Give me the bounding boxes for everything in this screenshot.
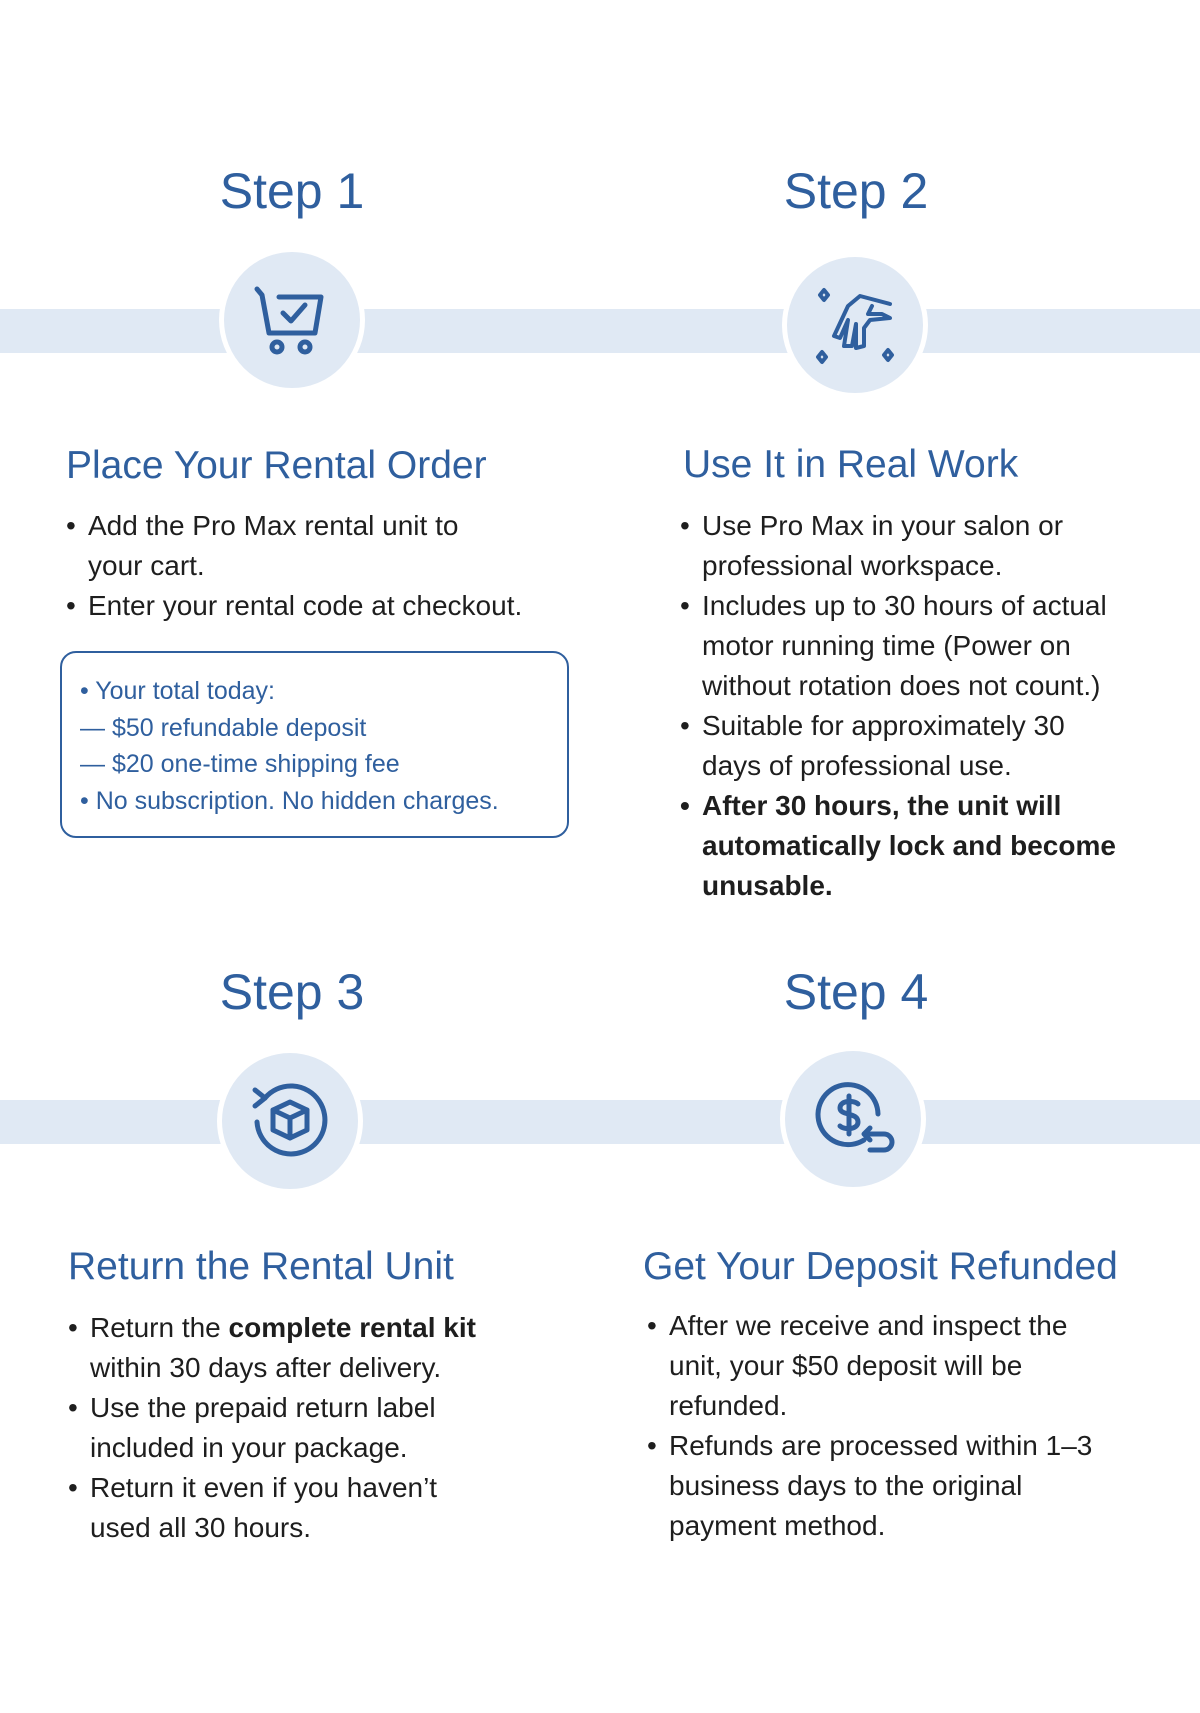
step-1-title: Step 1 [219,163,365,219]
bullet: Return the complete rental kit within 30… [68,1308,508,1388]
step-4-title: Step 4 [783,964,929,1020]
step-3-bullets: Return the complete rental kit within 30… [68,1308,548,1548]
summary-line: — $20 one-time shipping fee [80,750,400,778]
bullet: Suitable for approximately 30 days of pr… [680,706,1100,786]
total-summary-box: • Your total today: — $50 refundable dep… [60,651,569,838]
step-1-bullets: Add the Pro Max rental unit to your cart… [66,506,586,626]
bullet: Enter your rental code at checkout. [66,586,586,626]
hand-sparkle-icon [816,288,894,364]
step-1-heading: Place Your Rental Order [66,444,487,487]
bullet-warning: After 30 hours, the unit will automatica… [680,786,1140,906]
bullet: Includes up to 30 hours of actual motor … [680,586,1160,706]
bullet: Refunds are processed within 1–3 busines… [647,1426,1107,1546]
step-3-icon-circle [217,1048,363,1194]
step-3-heading: Return the Rental Unit [68,1245,454,1288]
step-4-heading: Get Your Deposit Refunded [643,1245,1118,1288]
cart-check-icon [254,286,324,355]
bullet: Return it even if you haven’t used all 3… [68,1468,488,1548]
step-2-heading: Use It in Real Work [683,443,1019,486]
dollar-refund-icon [815,1082,895,1153]
step-3-title: Step 3 [219,964,365,1020]
step-2-icon-circle [782,252,928,398]
bullet-text: Return the [90,1312,229,1343]
bullet: After we receive and inspect the unit, y… [647,1306,1107,1426]
step-4-bullets: After we receive and inspect the unit, y… [647,1306,1127,1546]
bullet-text: within 30 days after delivery. [90,1352,442,1383]
summary-line: • Your total today: [80,677,276,705]
timeline-band-top [0,309,1200,353]
bullet: Use the prepaid return label included in… [68,1388,488,1468]
summary-line: • No subscription. No hidden charges. [80,786,499,815]
bullet: Use Pro Max in your salon or professiona… [680,506,1080,586]
step-4-icon-circle [780,1046,926,1192]
step-1-icon-circle [219,247,365,393]
summary-line: — $50 refundable deposit [80,713,367,742]
bullet: Add the Pro Max rental unit to your cart… [66,506,486,586]
bullet-emphasis: complete rental kit [228,1312,476,1343]
return-box-icon [252,1083,328,1157]
step-2-title: Step 2 [783,163,929,219]
step-2-bullets: Use Pro Max in your salon or professiona… [680,506,1160,906]
timeline-band-bottom [0,1100,1200,1144]
